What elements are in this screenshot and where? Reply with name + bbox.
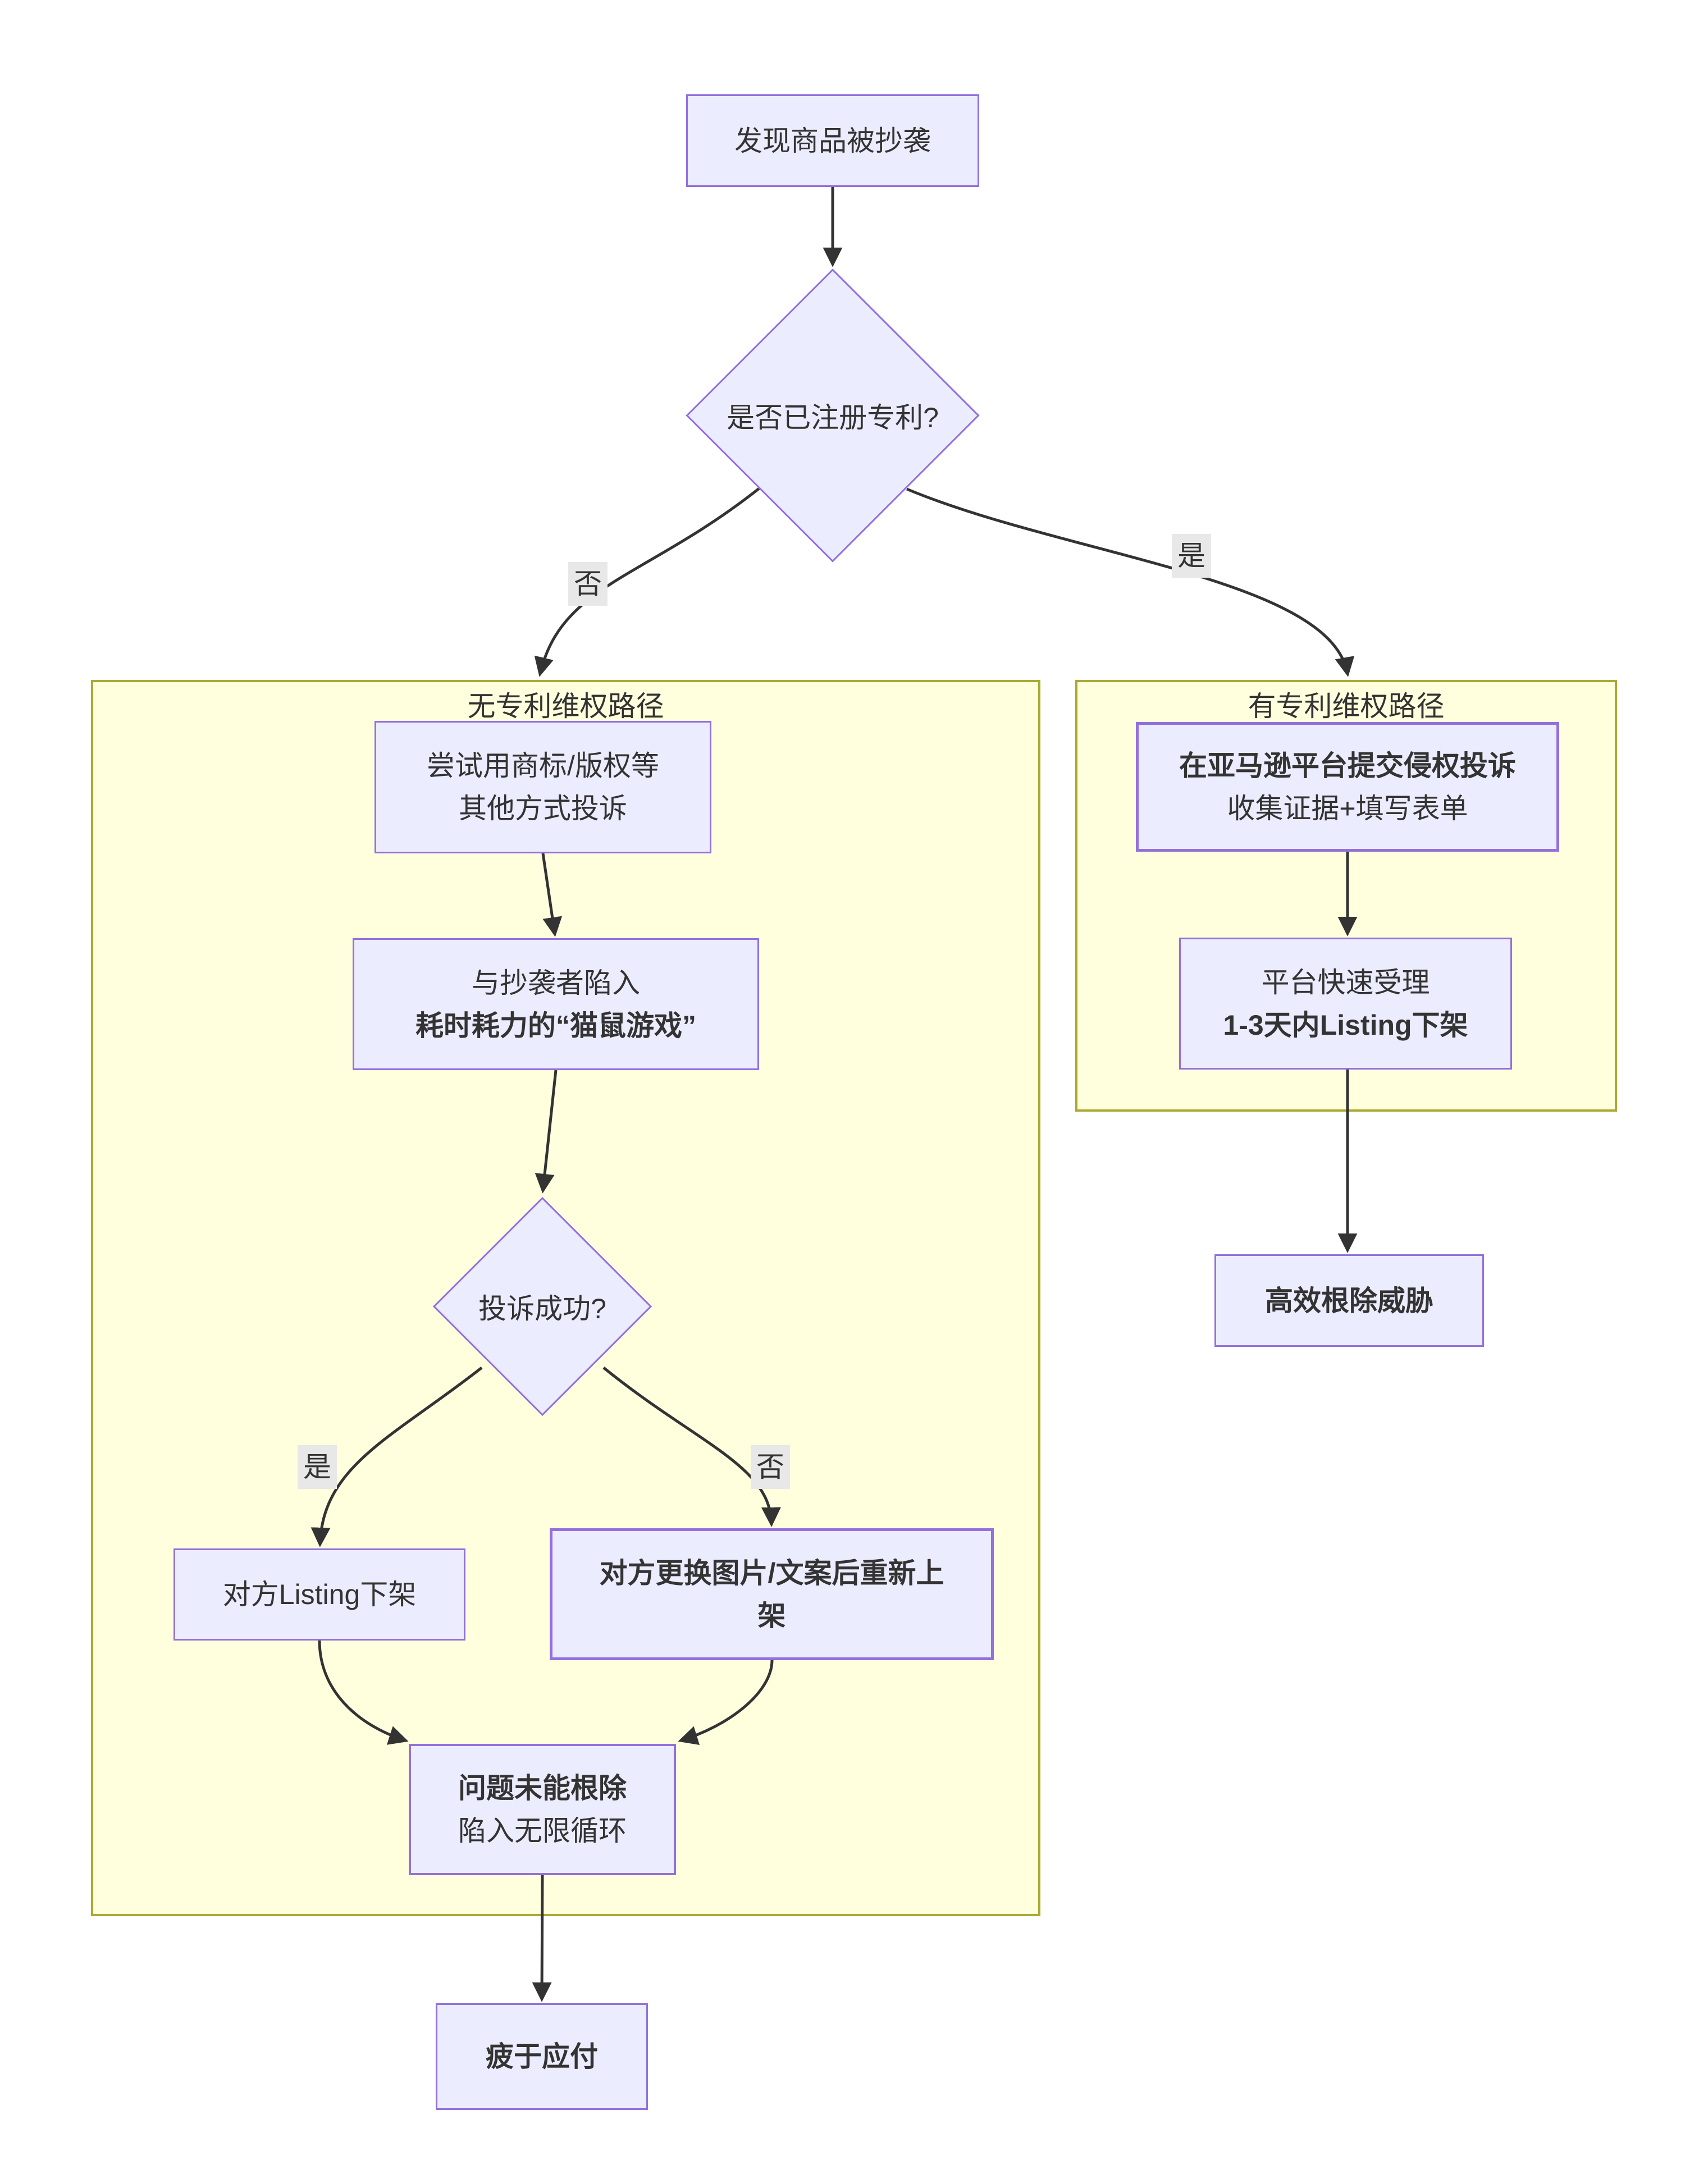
node-cat-mouse-line2: 耗时耗力的“猫鼠游戏” (415, 1009, 696, 1041)
node-relist-line1: 对方更换图片/文案后重新上 (599, 1557, 944, 1589)
node-try-other-complaint: 尝试用商标/版权等 其他方式投诉 (375, 721, 711, 853)
node-submit-infringement-complaint: 在亚马逊平台提交侵权投诉 收集证据+填写表单 (1136, 722, 1559, 852)
node-exhausted: 疲于应付 (436, 2003, 648, 2110)
subgraph-no-patent-title: 无专利维权路径 (467, 691, 664, 722)
node-cat-mouse-line1: 与抄袭者陷入 (472, 967, 640, 999)
node-problem-not-eradicated: 问题未能根除 陷入无限循环 (409, 1744, 676, 1875)
edge-decision-no-to-left-subgraph (534, 487, 760, 677)
node-start-label: 发现商品被抄袭 (734, 125, 931, 157)
node-eradicate-threat: 高效根除威胁 (1214, 1254, 1484, 1347)
edge-label-complaint-yes: 是 (298, 1445, 337, 1489)
node-relist-after-changes: 对方更换图片/文案后重新上 架 (550, 1528, 994, 1660)
edge-relist-to-cycle (678, 1660, 774, 1746)
edge-label-no-patent: 否 (568, 562, 608, 606)
node-eradicate-label: 高效根除威胁 (1265, 1285, 1433, 1317)
edge-decision2-yes-to-removed (310, 1367, 483, 1547)
edge-removed-to-cycle (318, 1640, 409, 1745)
node-cat-mouse-game: 与抄袭者陷入 耗时耗力的“猫鼠游戏” (353, 938, 759, 1070)
node-fast-line2: 1-3天内Listing下架 (1223, 1009, 1468, 1041)
node-try-other-line2: 其他方式投诉 (459, 793, 627, 824)
node-listing-removed: 对方Listing下架 (173, 1548, 465, 1641)
edge-decision-yes-to-right-subgraph (906, 487, 1355, 677)
node-submit-line2: 收集证据+填写表单 (1227, 792, 1468, 824)
node-start: 发现商品被抄袭 (686, 94, 979, 187)
node-submit-line1: 在亚马逊平台提交侵权投诉 (1179, 750, 1516, 782)
node-not-eradicated-line2: 陷入无限循环 (458, 1815, 627, 1847)
node-listing-removed-label: 对方Listing下架 (222, 1579, 417, 1610)
node-try-other-line1: 尝试用商标/版权等 (427, 750, 659, 782)
edge-decision2-no-to-relist (602, 1367, 781, 1527)
decision-patent-label: 是否已注册专利? (727, 402, 939, 433)
decision-patent-registered: 是否已注册专利? (686, 268, 980, 563)
node-exhausted-label: 疲于应付 (486, 2041, 598, 2072)
node-platform-fast-handling: 平台快速受理 1-3天内Listing下架 (1179, 938, 1512, 1070)
subgraph-patent-title: 有专利维权路径 (1248, 691, 1445, 722)
node-not-eradicated-line1: 问题未能根除 (458, 1772, 627, 1804)
node-fast-line1: 平台快速受理 (1261, 966, 1430, 998)
edge-catmouse-to-decision2 (535, 1070, 558, 1194)
decision-complaint-success: 投诉成功? (432, 1196, 652, 1417)
edge-tryother-to-catmouse (541, 853, 563, 937)
edge-label-has-patent: 是 (1172, 534, 1211, 578)
node-relist-line2: 架 (757, 1600, 786, 1632)
decision-complaint-label: 投诉成功? (478, 1293, 606, 1324)
edge-label-complaint-no: 否 (751, 1445, 790, 1489)
